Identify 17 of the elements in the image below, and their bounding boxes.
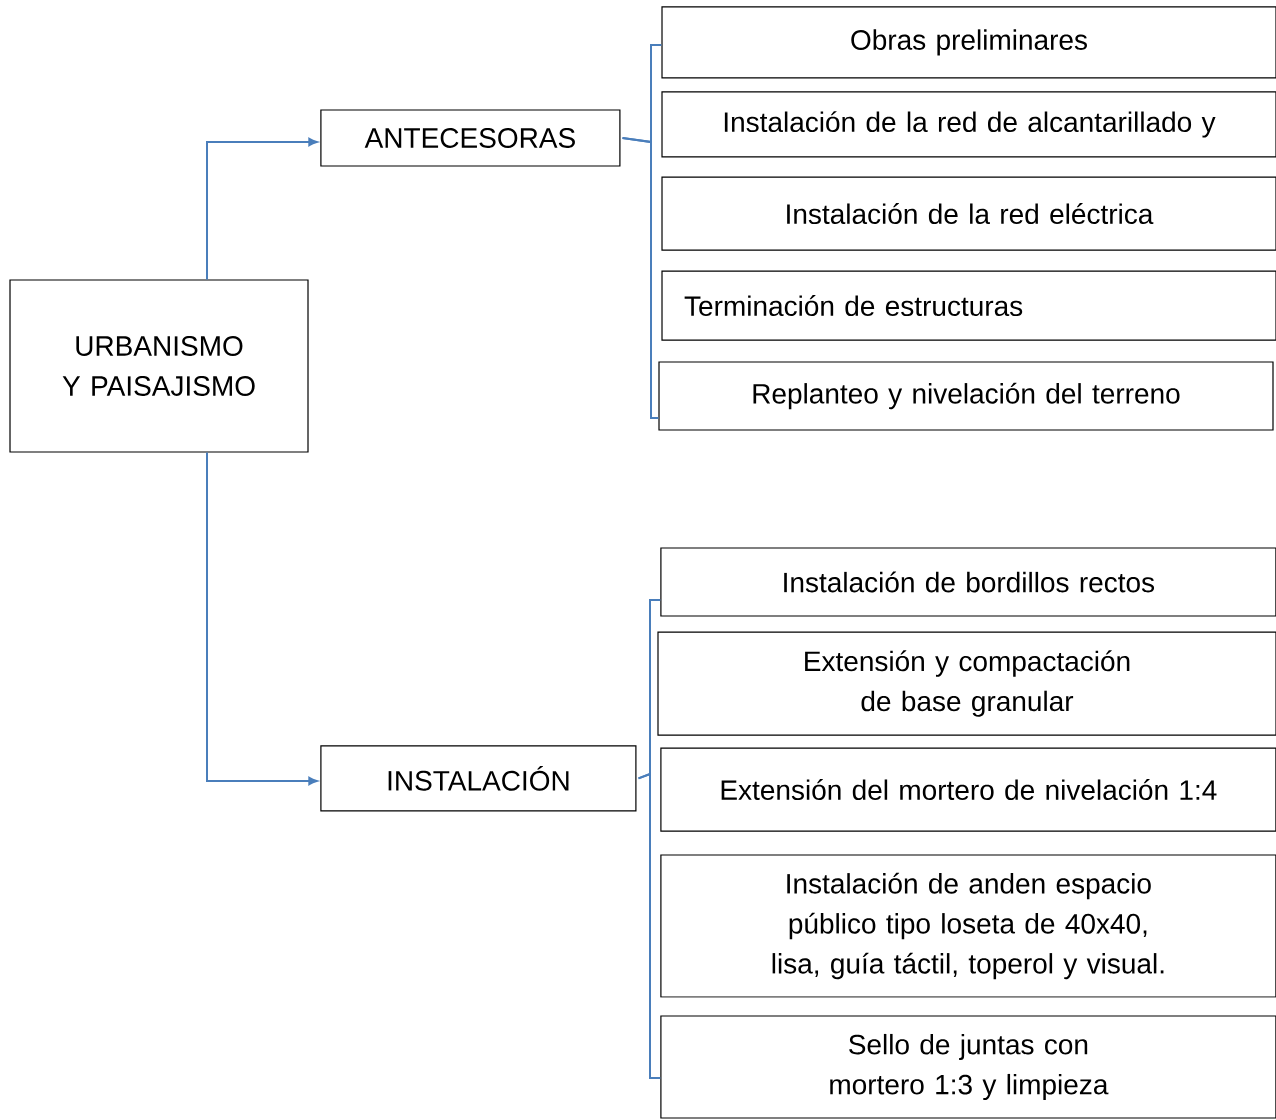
task-box: Instalación de bordillos rectos bbox=[660, 547, 1276, 617]
connector bbox=[637, 772, 662, 1079]
task-box: Extensión y compactación de base granular bbox=[657, 631, 1276, 736]
task-box: Obras preliminares bbox=[661, 6, 1276, 79]
connector bbox=[206, 451, 318, 786]
connector bbox=[206, 137, 318, 281]
task-box: Instalación de la red de alcantarillado y bbox=[661, 91, 1276, 158]
task-box: Instalación de anden espacio público tipo loseta de 40x40, lisa, guía táctil, toperol y visual. bbox=[660, 854, 1276, 998]
task-box: Instalación de la red eléctrica bbox=[661, 176, 1276, 251]
category-box: INSTALACIÓN bbox=[320, 745, 637, 812]
task-box: Terminación de estructuras bbox=[661, 270, 1276, 341]
connector bbox=[621, 137, 660, 419]
task-box: Extensión del mortero de nivelación 1:4 bbox=[660, 747, 1276, 832]
main-topic-box: URBANISMO Y PAISAJISMO bbox=[9, 279, 309, 453]
task-box: Sello de juntas con mortero 1:3 y limpieza bbox=[660, 1015, 1276, 1119]
task-box: Replanteo y nivelación del terreno bbox=[658, 361, 1274, 431]
category-box: ANTECESORAS bbox=[320, 109, 621, 167]
